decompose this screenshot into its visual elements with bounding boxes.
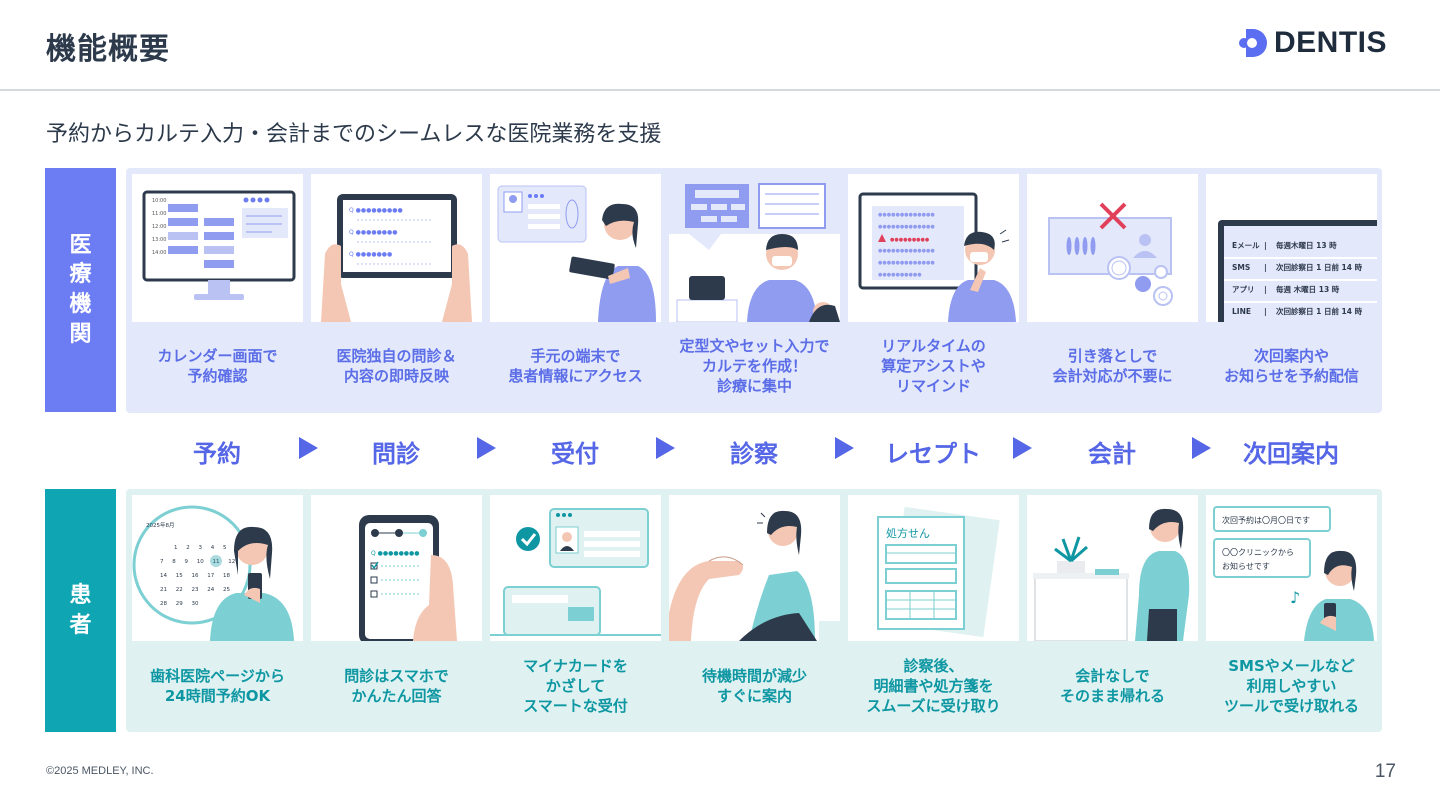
message-1: 次回予約は〇月〇日です	[1222, 515, 1310, 525]
step-reception: 受付	[551, 440, 599, 468]
clinic-caption-5: 引き落としで 会計対応が不要に	[1052, 347, 1173, 385]
patient-caption-3: 待機時間が減少 すぐに案内	[701, 667, 807, 705]
notify-text-0: 毎週木曜日 13 時	[1276, 240, 1337, 250]
chart-template-illustration	[669, 174, 840, 322]
patient-label: 患者	[45, 489, 116, 732]
subtitle: 予約からカルテ入力・会計までのシームレスな医院業務を支援	[46, 122, 662, 147]
dentis-logo: DENTIS	[1236, 26, 1387, 60]
svg-text:●●●●●●●●●●●●●: ●●●●●●●●●●●●●	[878, 224, 935, 230]
cal-row-3: 21 22 23 24 25	[160, 587, 230, 593]
cal-time-1: 11:00	[152, 211, 166, 217]
id-card-reader-illustration	[490, 495, 661, 641]
svg-text:Q ●●●●●●●●: Q ●●●●●●●●	[349, 229, 398, 236]
cal-row-0: 1 2 3 4 5	[174, 545, 227, 551]
notify-text-2: 毎週 木曜日 13 時	[1276, 284, 1340, 294]
arrow-right-icon	[835, 437, 854, 459]
svg-text:Q ●●●●●●●●●: Q ●●●●●●●●●	[349, 207, 403, 214]
receive-notice-illustration: 次回予約は〇月〇日です 〇〇クリニックから お知らせです ♪	[1206, 495, 1377, 641]
cal-time-4: 14:00	[152, 250, 166, 256]
svg-text:|: |	[1264, 263, 1267, 273]
svg-text:|: |	[1264, 307, 1267, 317]
svg-text:|: |	[1264, 241, 1267, 251]
notify-channel-3: LINE	[1232, 307, 1251, 316]
cal-row-1: 7 8 9 10 11 12	[160, 559, 235, 565]
patient-caption-1: 問診はスマホで かんたん回答	[344, 667, 449, 705]
clinic-caption-0: カレンダー画面で 予約確認	[157, 347, 278, 385]
staff-tablet-illustration	[490, 174, 661, 322]
notify-channel-0: Eメール	[1232, 241, 1260, 250]
page-title: 機能概要	[46, 32, 170, 67]
cal-row-4: 28 29 30	[160, 601, 199, 607]
svg-text:お知らせです: お知らせです	[1222, 561, 1270, 571]
step-receipt: レセプト	[885, 440, 981, 468]
svg-text:●●●●●●●●●●●●●: ●●●●●●●●●●●●●	[878, 248, 935, 254]
patient-caption-0: 歯科医院ページから 24時間予約OK	[150, 667, 285, 705]
patient-caption-6: SMSやメールなど 利用しやすい ツールで受け取れる	[1223, 657, 1359, 715]
notify-channel-2: アプリ	[1232, 284, 1255, 294]
step-payment: 会計	[1088, 440, 1136, 468]
clinic-caption-4: リアルタイムの 算定アシストや リマインド	[881, 337, 986, 395]
prescription-label: 処方せん	[886, 526, 930, 540]
notify-channel-1: SMS	[1232, 263, 1250, 272]
step-questionnaire: 問診	[372, 440, 420, 468]
patient-caption-2: マイナカードを かざして スマートな受付	[523, 657, 628, 715]
clinic-caption-1: 医院独自の問診＆ 内容の即時反映	[336, 347, 457, 385]
svg-text:♪: ♪	[1290, 588, 1300, 607]
arrow-right-icon	[299, 437, 318, 459]
step-examination: 診察	[730, 440, 778, 468]
clinic-caption-6: 次回案内や お知らせを予約配信	[1224, 347, 1359, 385]
copyright: ©2025 MEDLEY, INC.	[46, 765, 154, 777]
prescription-illustration: 処方せん	[848, 495, 1019, 641]
notification-schedule-illustration: Eメール | 毎週木曜日 13 時 SMS | 次回診察日 1 日前 14 時 …	[1206, 174, 1377, 322]
header-divider	[0, 89, 1440, 91]
cal-month: 2025年8月	[146, 521, 175, 529]
patient-panel: 2025年8月 1 2 3 4 5 7 8 9 10 11 12 14 15 1…	[126, 489, 1382, 732]
svg-text:●●●●●●●●●●: ●●●●●●●●●●	[878, 272, 922, 278]
cal-time-2: 12:00	[152, 224, 166, 230]
patient-caption-5: 会計なしで そのまま帰れる	[1059, 667, 1165, 705]
arrow-right-icon	[1013, 437, 1032, 459]
arrow-right-icon	[656, 437, 675, 459]
logo-text: DENTIS	[1274, 26, 1388, 59]
cal-time-0: 10:00	[152, 198, 166, 204]
notify-text-3: 次回診察日 1 日前 14 時	[1276, 306, 1363, 316]
step-reservation: 予約	[193, 440, 241, 468]
svg-text:Q ●●●●●●●●: Q ●●●●●●●●	[371, 550, 420, 557]
billing-assist-illustration: ●●●●●●●●●●●●● ●●●●●●●●●●●●● ●●●●●●●●●●●●…	[848, 174, 1019, 322]
svg-text:●●●●●●●●●●●●●: ●●●●●●●●●●●●●	[878, 212, 935, 218]
svg-text:〇〇クリニックから: 〇〇クリニックから	[1222, 548, 1294, 557]
svg-text:|: |	[1264, 285, 1267, 295]
cal-row-2: 14 15 16 17 18	[160, 573, 230, 579]
clinic-caption-2: 手元の端末で 患者情報にアクセス	[508, 347, 643, 385]
dentis-logo-icon	[1239, 29, 1267, 57]
waiting-patient-illustration	[669, 495, 840, 641]
svg-text:Q ●●●●●●●: Q ●●●●●●●	[349, 251, 392, 258]
arrow-right-icon	[477, 437, 496, 459]
cal-time-3: 13:00	[152, 237, 166, 243]
no-payment-illustration	[1027, 174, 1198, 322]
phone-questionnaire-illustration: Q ●●●●●●●●	[311, 495, 482, 641]
clinic-panel: 10:00 11:00 12:00 13:00 14:00	[126, 168, 1382, 413]
calendar-screen-illustration: 10:00 11:00 12:00 13:00 14:00	[132, 174, 303, 322]
arrow-right-icon	[1192, 437, 1211, 459]
web-reservation-illustration: 2025年8月 1 2 3 4 5 7 8 9 10 11 12 14 15 1…	[132, 495, 303, 641]
svg-text:●●●●●●●●●: ●●●●●●●●●	[890, 237, 930, 243]
svg-text:●●●●●●●●●●●●●: ●●●●●●●●●●●●●	[878, 260, 935, 266]
page-number: 17	[1374, 761, 1396, 782]
clinic-caption-3: 定型文やセット入力で カルテを作成！ 診療に集中	[679, 337, 830, 395]
patient-caption-4: 診察後、 明細書や処方箋を スムーズに受け取り	[866, 657, 1001, 715]
clinic-label: 医療機関	[45, 168, 116, 412]
step-next-visit: 次回案内	[1243, 440, 1339, 468]
questionnaire-tablet-illustration: Q ●●●●●●●●● Q ●●●●●●●● Q ●●●●●●●	[311, 174, 482, 322]
notify-text-1: 次回診察日 1 日前 14 時	[1276, 262, 1363, 272]
leaving-patient-illustration	[1027, 495, 1198, 641]
